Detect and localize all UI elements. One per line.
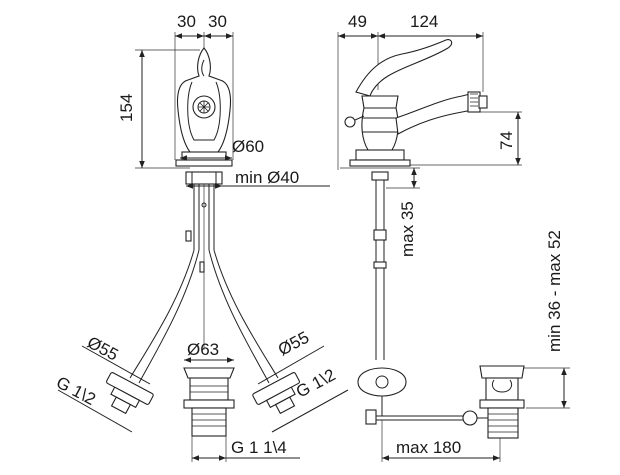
waste-thread-label: G 1 1\4 — [231, 438, 287, 457]
hole-dia-label: min Ø40 — [235, 168, 299, 187]
spout-reach-label: 124 — [410, 12, 438, 31]
flange-left-label: Ø55 — [84, 333, 121, 365]
front-width-right-label: 30 — [208, 12, 227, 31]
waste-range-label: min 36 - max 52 — [545, 230, 564, 352]
rod-reach-label: max 180 — [396, 438, 461, 457]
spout-height-label: 74 — [497, 131, 516, 150]
dimension-lines — [57, 33, 567, 462]
side-view-mixer — [337, 32, 522, 426]
base-dia-label: Ø60 — [232, 137, 264, 156]
waste-dia-label: Ø63 — [187, 340, 219, 359]
front-height-label: 154 — [117, 94, 136, 122]
front-view-mixer — [106, 32, 300, 437]
thread-right-label: G 1\2 — [293, 365, 339, 401]
side-view-waste — [477, 365, 570, 439]
thread-left-label: G 1\2 — [53, 373, 99, 409]
side-depth-label: 49 — [348, 12, 367, 31]
flange-right-label: Ø55 — [275, 328, 312, 360]
front-width-left-label: 30 — [177, 12, 196, 31]
max-thickness-label: max 35 — [398, 201, 417, 257]
